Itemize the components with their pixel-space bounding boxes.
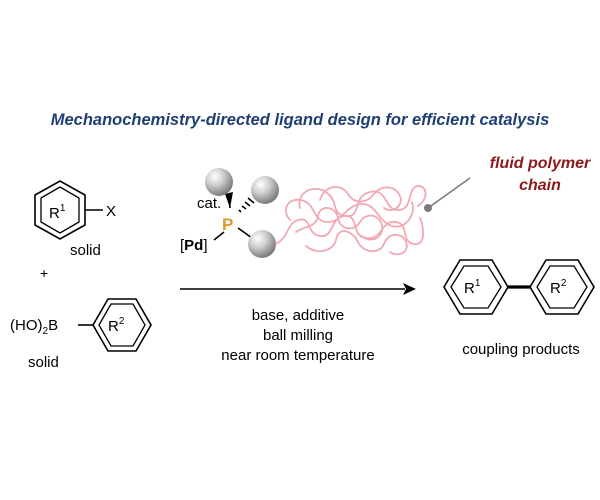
- condition-line-1: base, additive: [252, 307, 345, 324]
- aryl-halide-state: solid: [70, 242, 101, 259]
- product-r1-label: R1: [464, 278, 481, 297]
- benzene-ring-1-inner: [40, 186, 80, 234]
- bond-p-pd: [213, 231, 225, 241]
- boronic-acid-state: solid: [28, 354, 59, 371]
- substituent-sphere-1: [205, 168, 233, 196]
- condition-line-3: near room temperature: [221, 347, 374, 364]
- polymer-chain-strand-3: [285, 199, 414, 228]
- polymer-label-line2: chain: [519, 177, 561, 194]
- boronic-prefix: (HO)2B: [10, 317, 58, 337]
- product-ring-2-inner: [536, 265, 588, 309]
- polymer-pointer-dot: [424, 204, 432, 212]
- polymer-chain-strand-6: [295, 207, 383, 241]
- product-ring-2: [529, 259, 595, 315]
- polymer-chain-strand-2: [298, 185, 427, 217]
- polymer-chain-strand-4: [305, 230, 408, 256]
- bond-p-sphere-top: [228, 194, 231, 209]
- product-ring-1-inner: [450, 265, 502, 309]
- hashed-bond: [238, 197, 255, 213]
- scheme-title: Mechanochemistry-directed ligand design …: [51, 111, 550, 129]
- polymer-chain: [275, 185, 427, 256]
- condition-line-2: ball milling: [263, 327, 333, 344]
- polymer-chain-strand-1: [275, 215, 424, 245]
- product-r2-label: R2: [550, 278, 567, 297]
- benzene-ring-2-inner: [98, 303, 146, 347]
- benzene-ring-2: [92, 298, 152, 352]
- aryl-x-label: X: [106, 203, 116, 220]
- polymer-label-line1: fluid polymer: [490, 155, 591, 172]
- aryl-r1-label: R1: [49, 203, 66, 222]
- catalyst-label: cat.: [197, 195, 221, 212]
- reaction-arrow: [180, 283, 416, 295]
- benzene-ring-1: [34, 180, 86, 240]
- substituent-sphere-2: [251, 176, 279, 204]
- biaryl-product-structure: R1 R2: [443, 259, 595, 315]
- product-caption: coupling products: [462, 341, 580, 358]
- polymer-chain-strand-5: [319, 186, 402, 211]
- phosphine-ligand: P: [205, 168, 279, 258]
- palladium-label: [Pd]: [180, 237, 208, 254]
- plus-sign: +: [40, 265, 48, 281]
- substituent-sphere-3: [248, 230, 276, 258]
- boronic-acid-structure: (HO)2B R2: [10, 298, 152, 352]
- aryl-halide-structure: R1 X: [34, 180, 116, 240]
- bond-p-sphere-bottom: [237, 227, 253, 239]
- polymer-pointer-line: [427, 177, 471, 209]
- boronic-r2-label: R2: [108, 316, 125, 335]
- phosphorus-atom: P: [222, 215, 233, 234]
